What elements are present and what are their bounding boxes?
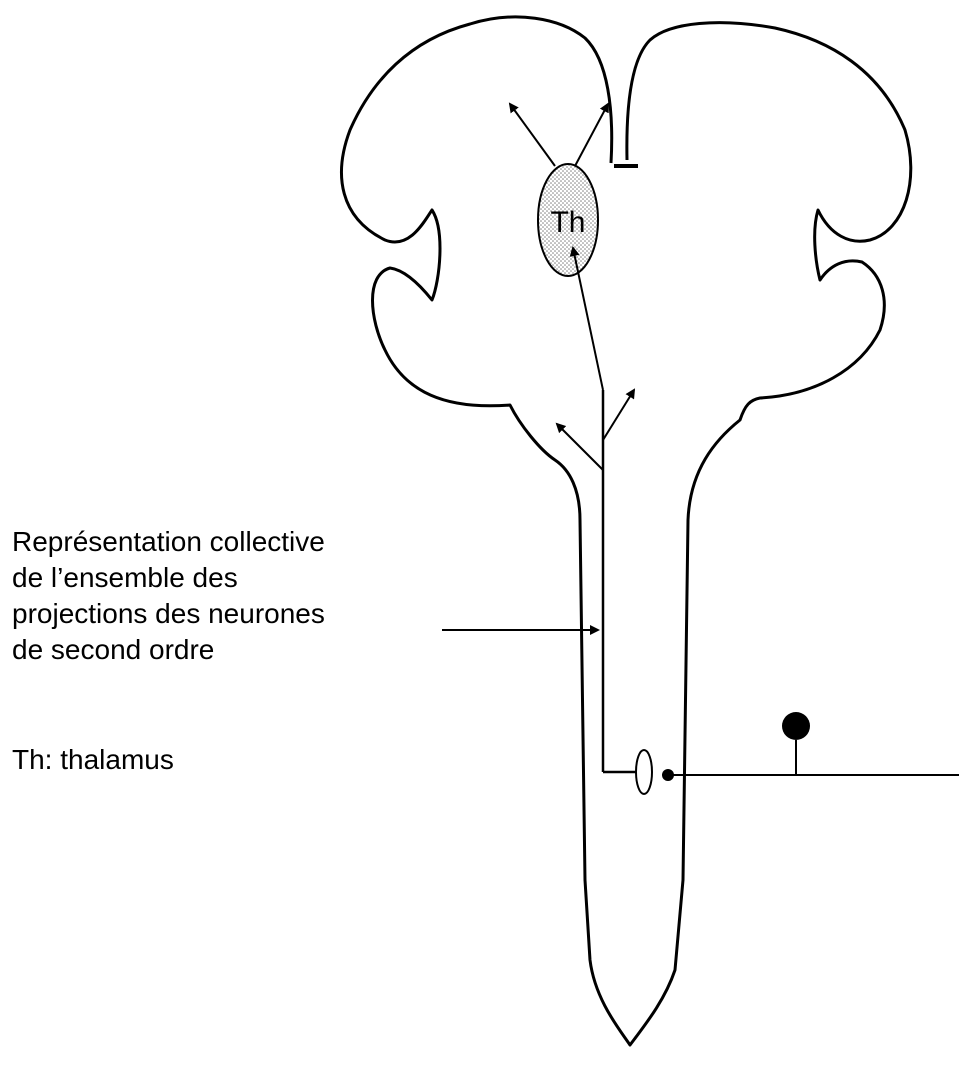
annotation-text: Représentation collective de l’ensemble … (12, 524, 472, 668)
annotation-line-4: de second ordre (12, 632, 472, 668)
second-order-neuron-body (636, 750, 652, 794)
collateral-right (603, 390, 634, 440)
annotation-line-2: de l’ensemble des (12, 560, 472, 596)
ascending-pathway-to-thalamus (573, 248, 603, 390)
legend-text: Th: thalamus (12, 742, 174, 778)
ganglion-cell-body (782, 712, 810, 740)
annotation-line-1: Représentation collective (12, 524, 472, 560)
thalamus-label: Th (550, 206, 585, 239)
annotation-line-3: projections des neurones (12, 596, 472, 632)
thalamic-projection-right (575, 104, 608, 166)
thalamic-projection-left (510, 104, 555, 166)
collateral-left (557, 424, 603, 470)
